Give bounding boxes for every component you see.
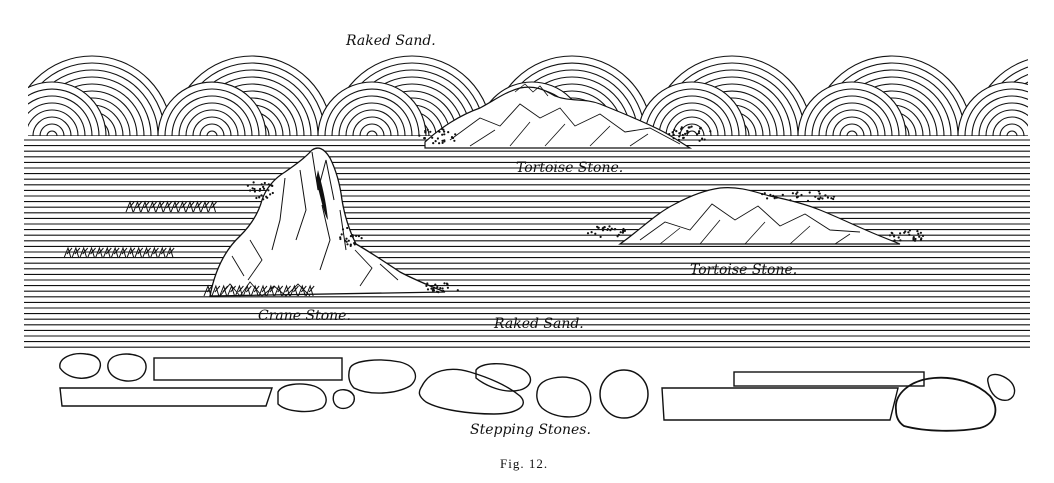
stepping-stone	[418, 368, 524, 415]
stepping-stone	[536, 376, 592, 418]
stepping-stone-round	[599, 369, 649, 419]
stepping-stone	[987, 373, 1016, 401]
stepping-stones-row	[59, 352, 1016, 432]
stepping-stone-slab	[153, 357, 343, 381]
stepping-stone	[59, 352, 102, 379]
shrub-clusters	[63, 200, 315, 297]
tortoise-stone-top-rock	[418, 83, 712, 149]
stepping-stone	[277, 383, 327, 413]
stepping-stone	[475, 363, 532, 392]
label-tortoise-stone-top: Tortoise Stone.	[516, 160, 623, 176]
stepping-stone-slab	[661, 387, 899, 421]
label-crane-stone: Crane Stone.	[258, 308, 351, 324]
label-tortoise-stone-right: Tortoise Stone.	[690, 262, 797, 278]
tortoise-stone-right-rock	[586, 187, 925, 245]
stepping-stone-slab	[733, 371, 925, 387]
stepping-stone	[895, 376, 997, 432]
stepping-stone	[348, 359, 417, 394]
stepping-stone-slab	[59, 387, 273, 407]
figure-caption: Fig. 12.	[500, 456, 548, 471]
label-stepping-stones: Stepping Stones.	[470, 422, 591, 438]
label-raked-sand-bottom: Raked Sand.	[493, 316, 584, 332]
label-raked-sand-top: Raked Sand.	[345, 33, 436, 49]
stepping-stone	[107, 353, 147, 382]
crane-stone-rock	[209, 147, 459, 297]
stepping-stone	[332, 389, 355, 410]
